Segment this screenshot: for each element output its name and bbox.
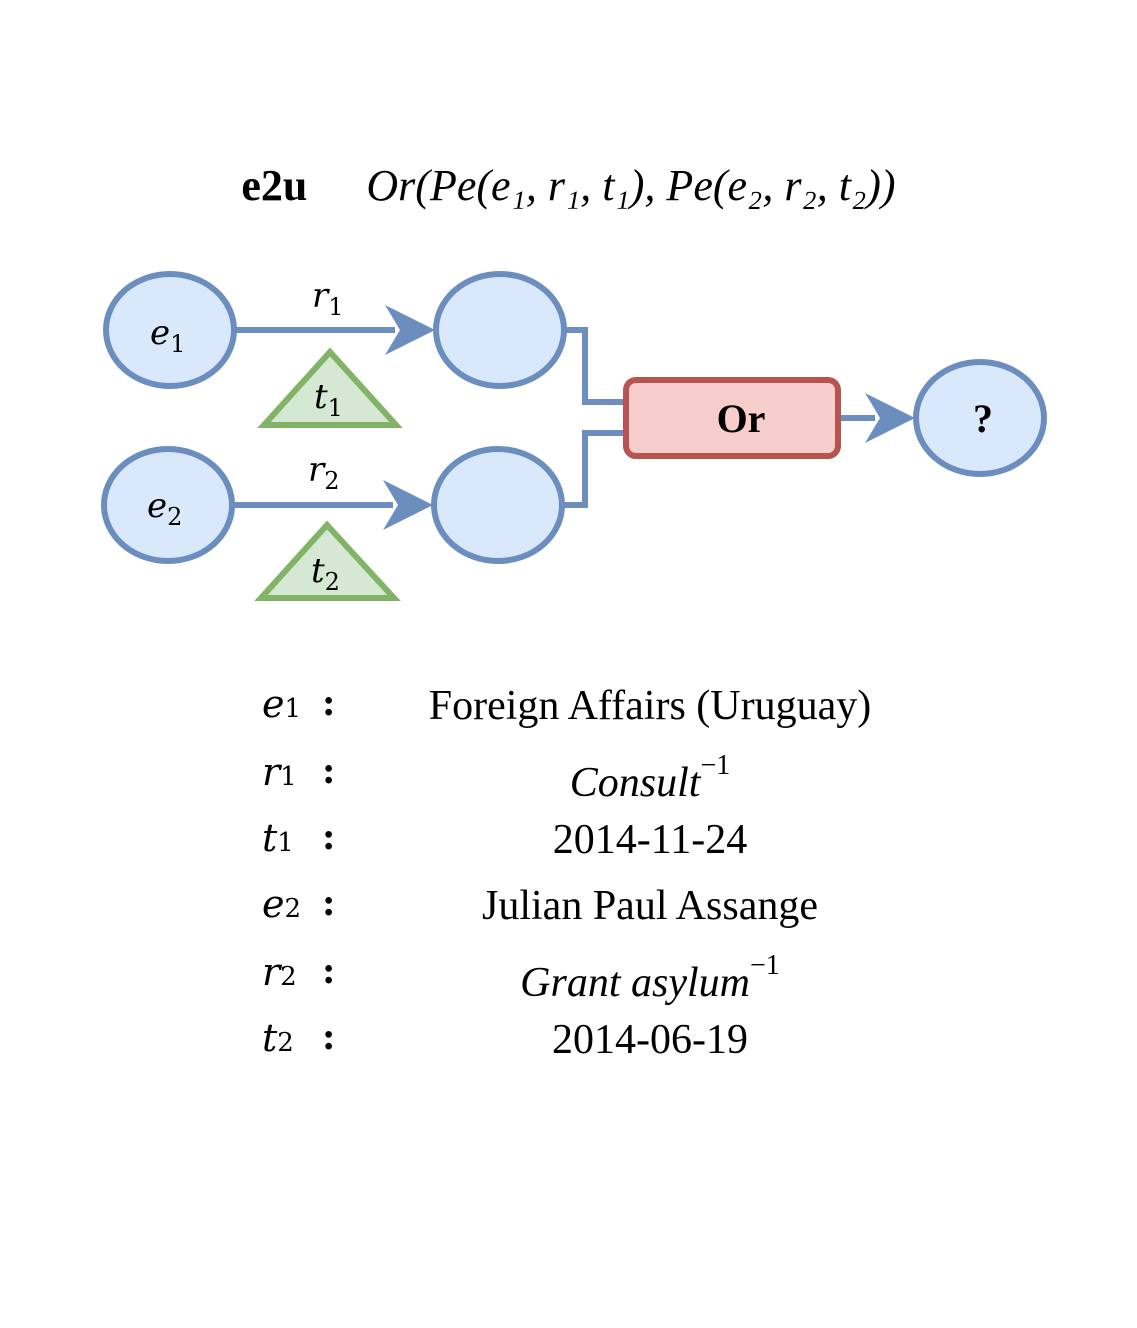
legend-value: 2014-06-19 <box>552 1017 748 1063</box>
edge-branch2-to-or <box>563 430 626 508</box>
query-type-tag: e2u <box>241 161 308 210</box>
node-e1: e1 <box>103 271 237 389</box>
edge-or-to-answer <box>838 393 915 443</box>
legend-value: 2014-11-24 <box>552 817 748 863</box>
edge-branch1-to-or <box>565 327 626 405</box>
legend-row-t2: t2 : 2014-06-19 <box>0 1016 1137 1076</box>
relation-r1-label: r1 <box>312 276 344 321</box>
query-formula: Or(Pe(e₁, r₁, t₁), Pe(e₂, r₂, t₂)) <box>366 161 896 210</box>
legend-row-e1: e1 : Foreign Affairs (Uruguay) <box>0 682 1137 742</box>
node-e2: e2 <box>101 446 235 564</box>
legend-symbol: e1 <box>262 682 302 726</box>
time-t1-label: t1 <box>314 377 343 422</box>
legend-colon: : <box>322 950 336 992</box>
legend-value: Julian Paul Assange <box>482 883 818 929</box>
legend-symbol: r1 <box>262 750 297 794</box>
answer-label: ? <box>973 396 993 441</box>
relation-r2-label: r2 <box>308 450 340 495</box>
query-title: e2u Or(Pe(e₁, r₁, t₁), Pe(e₂, r₂, t₂)) <box>0 160 1137 211</box>
operator-or-label: Or <box>717 396 766 441</box>
legend-symbol: t2 <box>262 1016 294 1060</box>
legend-colon: : <box>322 750 336 792</box>
legend-value: Consult−1 <box>569 750 731 806</box>
legend-row-r1: r1 : Consult−1 <box>0 750 1137 810</box>
legend-colon: : <box>322 816 336 858</box>
legend-value: Grant asylum−1 <box>520 950 780 1006</box>
legend-row-r2: r2 : Grant asylum−1 <box>0 950 1137 1010</box>
legend-colon: : <box>322 1016 336 1058</box>
node-intermediate-2 <box>431 446 565 564</box>
legend-colon: : <box>322 882 336 924</box>
time-t2: t2 <box>254 520 401 601</box>
legend-colon: : <box>322 682 336 724</box>
legend-symbol: t1 <box>262 816 294 860</box>
legend-row-e2: e2 : Julian Paul Assange <box>0 882 1137 942</box>
node-e2-label: e2 <box>147 486 182 531</box>
node-intermediate-1 <box>433 271 567 389</box>
time-t2-label: t2 <box>311 551 340 596</box>
node-e1-label: e1 <box>150 313 185 358</box>
time-t1: t1 <box>257 347 403 428</box>
query-graph: e1 e2 r1 r2 t1 t2 Or ? <box>101 271 1047 601</box>
legend-value: Foreign Affairs (Uruguay) <box>428 683 872 729</box>
operator-or: Or <box>623 377 841 459</box>
node-answer: ? <box>913 359 1047 477</box>
legend-symbol: e2 <box>262 882 302 926</box>
legend-symbol: r2 <box>262 950 297 994</box>
legend-row-t1: t1 : 2014-11-24 <box>0 816 1137 876</box>
edge-r2 <box>233 480 433 530</box>
edge-r1 <box>235 305 435 355</box>
